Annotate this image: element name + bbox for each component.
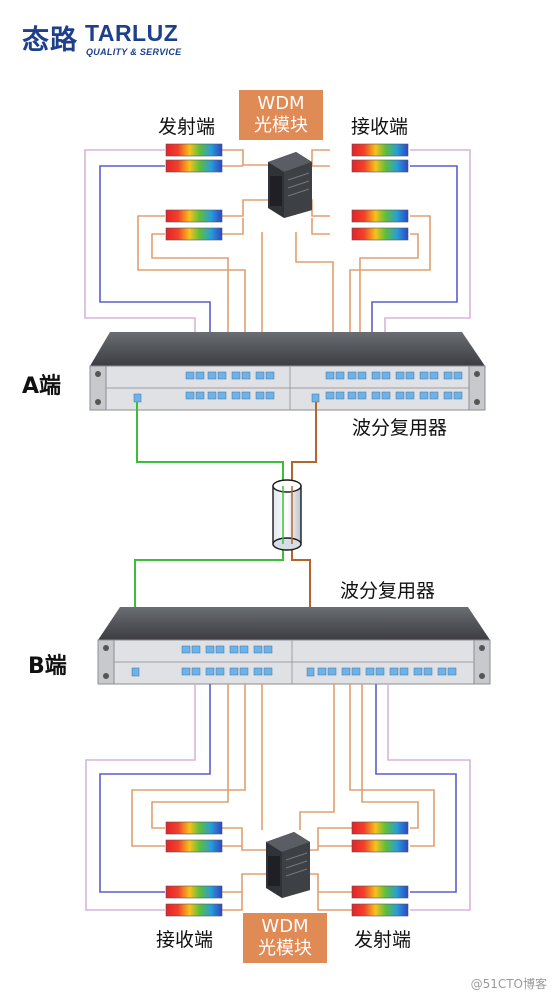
multiplexer-chassis-icon bbox=[89, 332, 486, 411]
brand-name-cn: 态路 bbox=[22, 25, 78, 56]
fiber-orange-a-rmod-4 bbox=[311, 218, 330, 235]
transceiver-bar-icon bbox=[165, 143, 223, 157]
top-module-line2: 光模块 bbox=[254, 115, 308, 136]
fiber-orange-a-right-1 bbox=[349, 215, 431, 378]
a-ports bbox=[133, 371, 463, 403]
fiber-pink-b-left bbox=[85, 684, 196, 911]
transceiver-bar-icon bbox=[351, 903, 409, 917]
transceiver-bar-icon bbox=[165, 159, 223, 173]
fiber-orange-a-mod-3 bbox=[222, 199, 268, 217]
fiber-orange-a-left-2 bbox=[151, 233, 229, 378]
bottom-wdm-module-label: WDM 光模块 bbox=[243, 913, 327, 963]
bottom-fibers bbox=[85, 684, 471, 911]
transceiver-bar-icon bbox=[351, 227, 409, 241]
transceiver-bar-icon bbox=[165, 885, 223, 899]
watermark: @51CTO博客 bbox=[470, 977, 547, 991]
fiber-orange-a-mod-1 bbox=[222, 149, 268, 166]
top-tx-label: 发射端 bbox=[158, 116, 216, 138]
fiber-orange-b-rmod-3 bbox=[306, 873, 352, 893]
rx-bars-bottom bbox=[165, 821, 223, 917]
transceiver-bar-icon bbox=[351, 209, 409, 223]
fiber-blue-b-right bbox=[375, 684, 457, 893]
fiber-orange-b-left-2 bbox=[151, 684, 229, 829]
brand-logo: 态路 TARLUZ QUALITY & SERVICE bbox=[12, 10, 212, 57]
transceiver-bar-icon bbox=[351, 821, 409, 835]
fiber-brown-trunk-a bbox=[291, 402, 317, 480]
wdm-module-icon bbox=[268, 152, 312, 218]
transceiver-bar-icon bbox=[165, 821, 223, 835]
fiber-pink-b-right bbox=[387, 684, 471, 911]
transceiver-bar-icon bbox=[351, 885, 409, 899]
fiber-orange-b-lmod-4 bbox=[222, 892, 243, 911]
fiber-orange-b-left-1 bbox=[131, 684, 246, 847]
site-b-label: B端 bbox=[28, 654, 67, 679]
transceiver-bar-icon bbox=[165, 903, 223, 917]
brand-tagline: QUALITY & SERVICE bbox=[86, 47, 182, 57]
fiber-orange-a-left-1 bbox=[137, 215, 246, 378]
fiber-orange-b-rmod-1 bbox=[306, 827, 352, 851]
fiber-orange-b-rmod-4 bbox=[317, 892, 352, 911]
fiber-blue-a-right bbox=[371, 165, 458, 378]
fiber-orange-b-lmod-3 bbox=[222, 873, 266, 893]
fiber-blue-a-left bbox=[99, 165, 211, 378]
transceiver-bar-icon bbox=[165, 209, 223, 223]
fiber-coupler-icon bbox=[272, 479, 302, 551]
top-rx-label: 接收端 bbox=[351, 116, 409, 138]
fiber-orange-a-right-2 bbox=[359, 233, 419, 378]
brand-name-en: TARLUZ bbox=[85, 20, 179, 46]
transceiver-bar-icon bbox=[351, 159, 409, 173]
site-a-label: A端 bbox=[22, 374, 62, 399]
bottom-module-line1: WDM bbox=[261, 916, 309, 937]
bottom-module-line2: 光模块 bbox=[258, 938, 312, 959]
wdm-module-icon bbox=[266, 832, 310, 898]
transceiver-bar-icon bbox=[165, 227, 223, 241]
b-ports bbox=[131, 645, 457, 677]
tx-bars-bottom bbox=[351, 821, 409, 917]
site-a-mux-label: 波分复用器 bbox=[352, 417, 448, 439]
fiber-orange-a-vert-r bbox=[295, 232, 334, 378]
rx-bars-top bbox=[351, 143, 409, 241]
fiber-green-trunk-a bbox=[136, 402, 284, 480]
transceiver-bar-icon bbox=[165, 839, 223, 853]
fiber-orange-a-mod-4 bbox=[222, 218, 244, 235]
fiber-blue-b-left bbox=[99, 684, 211, 893]
top-wdm-module-label: WDM 光模块 bbox=[239, 90, 323, 140]
tx-bars-top bbox=[165, 143, 223, 241]
bottom-rx-label: 接收端 bbox=[156, 929, 214, 951]
transceiver-bar-icon bbox=[351, 143, 409, 157]
fiber-orange-b-right-1 bbox=[349, 684, 435, 847]
top-module-line1: WDM bbox=[257, 93, 305, 114]
multiplexer-chassis-icon bbox=[97, 607, 491, 685]
fiber-orange-b-lmod-1 bbox=[222, 827, 266, 851]
site-b-mux-label: 波分复用器 bbox=[340, 580, 436, 602]
fiber-orange-b-right-2 bbox=[361, 684, 419, 829]
fiber-orange-b-rvert bbox=[299, 684, 335, 830]
transceiver-bar-icon bbox=[351, 839, 409, 853]
bottom-tx-label: 发射端 bbox=[354, 929, 412, 951]
